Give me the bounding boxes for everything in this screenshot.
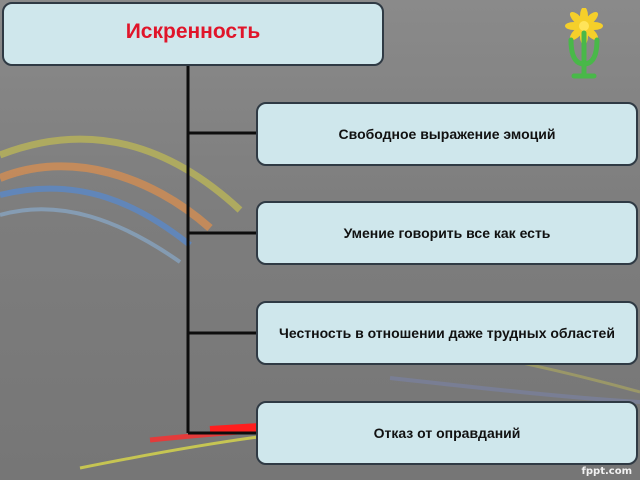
item-box-4: Отказ от оправданий [256,401,638,465]
title-box: Искренность [2,2,384,66]
item-label-3: Честность в отношении даже трудных облас… [279,325,615,341]
item-label-2: Умение говорить все как есть [343,225,551,241]
item-label-4: Отказ от оправданий [373,425,521,441]
item-label-1: Свободное выражение эмоций [338,126,556,142]
item-box-1: Свободное выражение эмоций [256,102,638,166]
watermark-text: fppt.com [581,466,632,477]
item-box-2: Умение говорить все как есть [256,201,638,265]
diagram-title: Искренность [125,20,261,43]
psi-flower-icon [565,8,603,79]
item-box-3: Честность в отношении даже трудных облас… [256,301,638,365]
